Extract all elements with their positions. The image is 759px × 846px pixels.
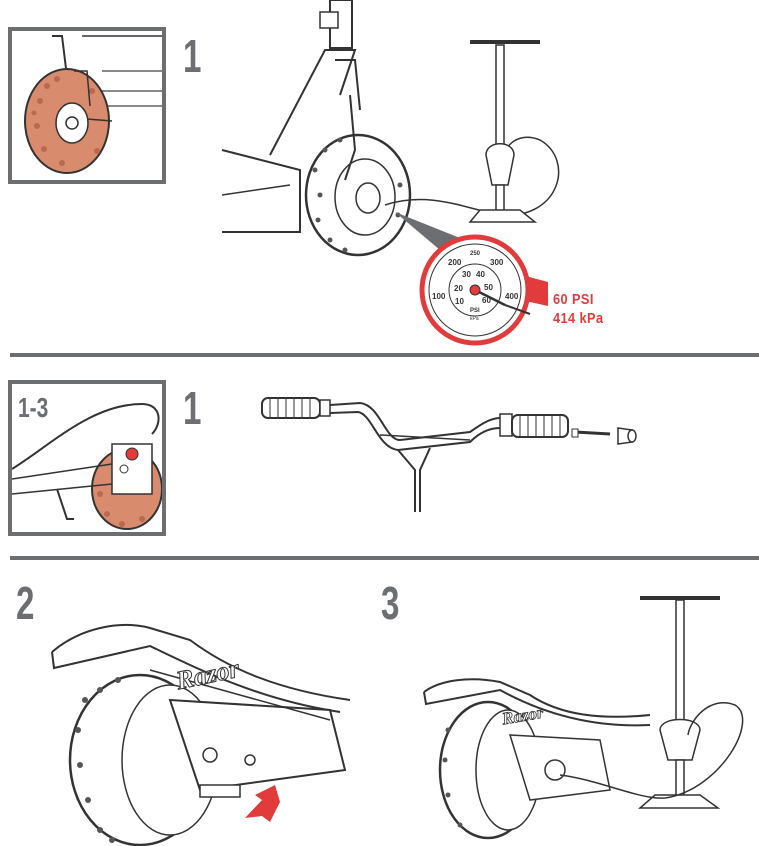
gauge-tick-30: 30	[462, 270, 471, 279]
gauge-tick-60: 60	[482, 296, 491, 305]
pressure-psi: 60 PSI	[553, 291, 594, 308]
section-divider-2	[10, 556, 759, 560]
handlebar-illustration	[261, 397, 637, 512]
gauge-tick-50: 50	[484, 283, 493, 292]
inset-step-range: 1-3	[18, 392, 49, 423]
gauge-unit-kpa: kPa	[470, 316, 479, 322]
pressure-kpa: 414 kPa	[553, 310, 604, 327]
gauge-tick-20: 20	[454, 284, 463, 293]
step-number-3: 3	[381, 577, 400, 629]
step-number-2: 2	[16, 577, 35, 629]
gauge-tick-250: 250	[470, 251, 481, 257]
step-number-1b: 1	[183, 382, 202, 434]
rear-wheel-inset: 1-3	[8, 380, 166, 536]
gauge-tick-40: 40	[476, 270, 485, 279]
pressure-callout: 60 PSI 414 kPa	[553, 290, 603, 328]
gauge-unit-psi: PSI	[470, 308, 480, 314]
front-tire-closeup	[24, 35, 162, 174]
gauge-tick-400: 400	[505, 292, 519, 301]
step-number-1: 1	[183, 30, 202, 82]
front-tire-inset	[8, 27, 166, 184]
rear-wheel-closeup	[12, 402, 162, 530]
gauge-tick-10: 10	[455, 297, 464, 306]
scooter-front-pump-illustration	[221, 0, 560, 346]
gauge-tick-100: 100	[432, 292, 446, 301]
gauge-tick-200: 200	[448, 258, 462, 267]
gauge-tick-300: 300	[490, 258, 504, 267]
section-divider-1	[10, 353, 759, 357]
